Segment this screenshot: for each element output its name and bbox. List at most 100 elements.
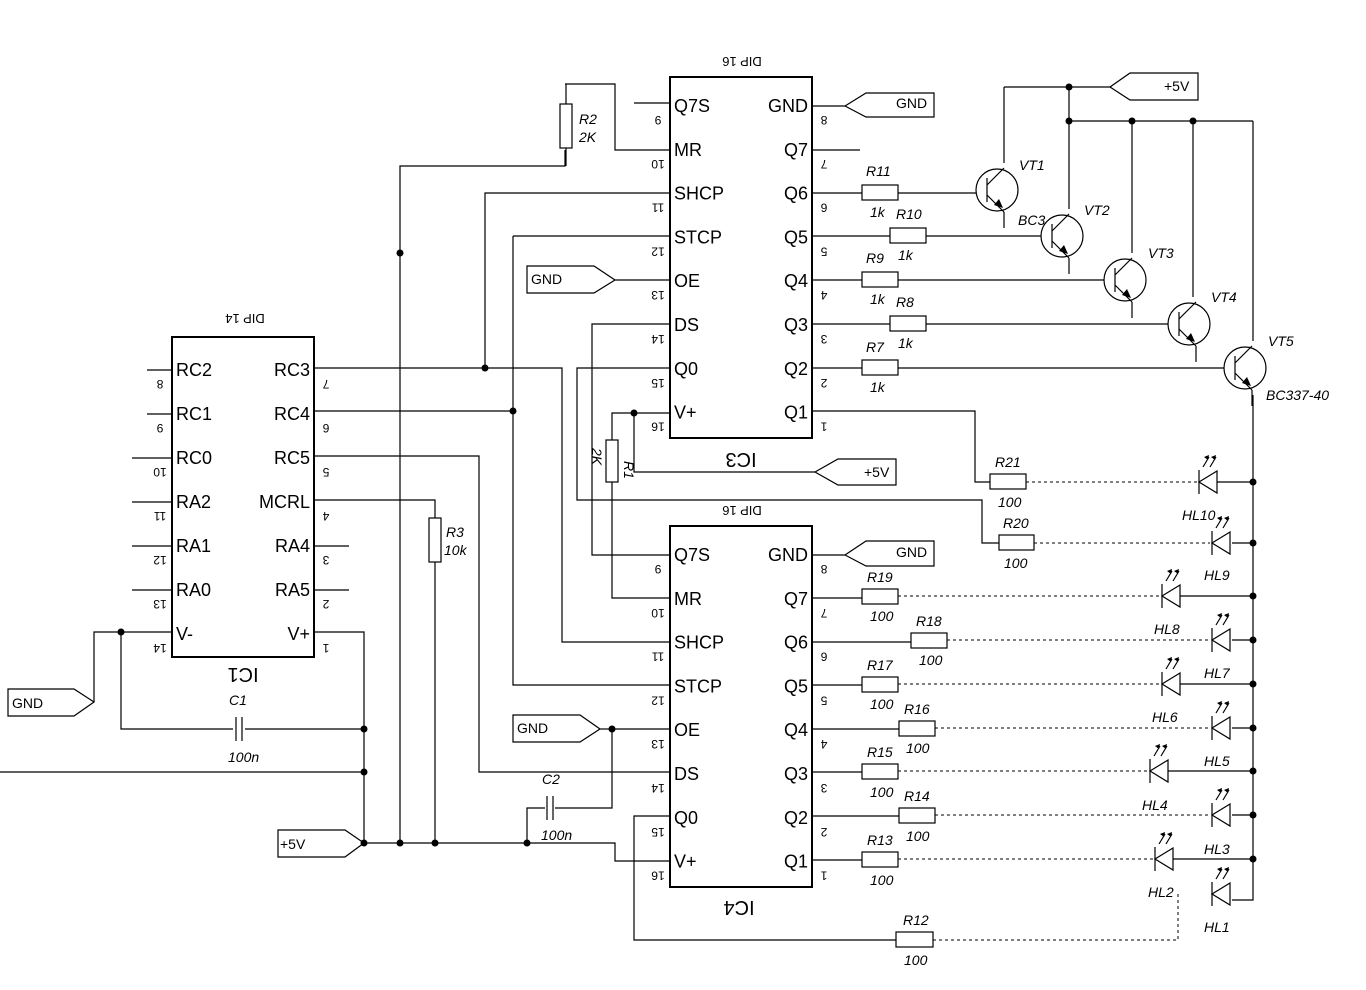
vt5-label: VT5 xyxy=(1268,333,1294,349)
vt1-label: VT1 xyxy=(1019,157,1045,173)
ic3-pin-number: 11 xyxy=(651,201,664,215)
ic3-pin-label: Q5 xyxy=(784,227,808,247)
ic4-package: DIP 16 xyxy=(722,503,762,518)
ic3-pin-number: 14 xyxy=(651,332,665,346)
svg-text:R2: R2 xyxy=(579,111,597,127)
ic4-pin-label: OE xyxy=(674,720,700,740)
resistor-r12: R12 100 xyxy=(895,912,934,968)
ic4-pin-label: Q2 xyxy=(784,808,808,828)
svg-text:R9: R9 xyxy=(866,250,884,266)
ic4-pin-number: 6 xyxy=(820,650,827,664)
ic4-pin-number: 5 xyxy=(820,693,827,707)
ic3-pin-label: GND xyxy=(768,96,808,116)
vt2-label: VT2 xyxy=(1084,202,1110,218)
ic3-pin-number: 2 xyxy=(820,376,827,390)
transistor-vt2: VT2 xyxy=(1040,202,1110,274)
ic4-name: IC4 xyxy=(723,896,754,918)
ic3-pin-number: 10 xyxy=(651,157,665,171)
ic1-pins: RC28RC19RC010RA211RA112RA013V-14RC37RC46… xyxy=(132,360,349,655)
ic1-pin-label: RC3 xyxy=(274,360,310,380)
resistor-r13: R13 100 xyxy=(861,832,899,888)
led-hl9: HL9 xyxy=(1204,516,1231,583)
svg-text:1k: 1k xyxy=(898,247,914,263)
ic1-pin-number: 7 xyxy=(322,377,329,391)
resistor-r15: R15 100 xyxy=(861,744,899,800)
ic4-pin-number: 7 xyxy=(820,606,827,620)
port-vcc-left: +5V xyxy=(277,829,366,858)
ic4-body xyxy=(669,525,813,888)
ic4-pin-number: 14 xyxy=(651,781,665,795)
ic1-pin-number: 3 xyxy=(322,553,329,567)
ic1-pin-label: V+ xyxy=(287,624,310,644)
ic3-pin-number: 15 xyxy=(651,376,665,390)
capacitor-c1: C1 100n xyxy=(228,692,259,765)
svg-text:GND: GND xyxy=(517,720,548,736)
ic4-pin-label: Q6 xyxy=(784,633,808,653)
ic3-pin-number: 13 xyxy=(651,288,665,302)
ic3-pin-label: Q7 xyxy=(784,140,808,160)
ic1-pin-label: RA0 xyxy=(176,580,211,600)
led-hl3: HL3 xyxy=(1204,788,1231,857)
svg-text:1k: 1k xyxy=(898,335,914,351)
transistor-vt5: VT5 xyxy=(1223,333,1294,406)
ic4-pin-label: GND xyxy=(768,545,808,565)
svg-text:GND: GND xyxy=(12,695,43,711)
port-vcc-ic3: +5V xyxy=(813,458,897,486)
ic1-pin-number: 1 xyxy=(322,641,329,655)
svg-text:R19: R19 xyxy=(867,569,893,585)
ic3-pin-number: 7 xyxy=(820,157,827,171)
wire-rc3 xyxy=(314,367,670,643)
resistor-r10: R10 1k xyxy=(889,206,927,263)
svg-text:100: 100 xyxy=(870,608,894,624)
ic3-pin-number: 1 xyxy=(820,420,827,434)
resistor-r3: R3 10k xyxy=(428,517,468,563)
svg-text:R18: R18 xyxy=(916,613,942,629)
ic1-pin-label: RC2 xyxy=(176,360,212,380)
wires xyxy=(0,83,1254,941)
svg-text:100n: 100n xyxy=(228,749,259,765)
svg-text:+5V: +5V xyxy=(1164,78,1190,94)
led-hl6: HL6 xyxy=(1152,657,1181,725)
ic3-pin-number: 4 xyxy=(820,288,827,302)
led-hl1: HL1 xyxy=(1204,867,1231,935)
ic4-pin-label: DS xyxy=(674,764,699,784)
svg-text:+5V: +5V xyxy=(280,836,306,852)
ic1-pin-number: 8 xyxy=(156,377,163,391)
resistor-r21: R21 100 xyxy=(989,454,1027,510)
transistor-vt3: VT3 xyxy=(1103,245,1174,318)
ic4-pin-label: Q7 xyxy=(784,589,808,609)
wire-led-bus xyxy=(1232,395,1254,901)
port-vcc-top: +5V xyxy=(1108,72,1199,101)
ic3: DIP 16 IC3 xyxy=(669,54,813,470)
ic1-pin-number: 2 xyxy=(322,597,329,611)
ic3-pin-number: 5 xyxy=(820,244,827,258)
ic3-pin-label: SHCP xyxy=(674,184,724,204)
wire-stcp xyxy=(512,235,670,686)
ic1-pin-label: RA1 xyxy=(176,536,211,556)
ic4-pin-label: V+ xyxy=(674,852,697,872)
ic1-pin-label: RA4 xyxy=(275,536,310,556)
wire-gnd-left xyxy=(93,631,172,702)
led-hl5: HL5 xyxy=(1204,701,1231,769)
led-hl8: HL8 xyxy=(1154,569,1181,637)
hl3-label: HL3 xyxy=(1204,841,1230,857)
vt3-label: VT3 xyxy=(1148,245,1174,261)
resistor-r14: R14 100 xyxy=(898,788,936,844)
svg-text:1k: 1k xyxy=(870,204,886,220)
hl4-label: HL4 xyxy=(1142,797,1168,813)
hl10-label: HL10 xyxy=(1182,507,1216,523)
transistor-vt4: VT4 xyxy=(1167,289,1237,362)
svg-text:100: 100 xyxy=(906,828,930,844)
resistor-r17: R17 100 xyxy=(861,657,899,712)
svg-text:R15: R15 xyxy=(867,744,893,760)
ic1-pin-number: 5 xyxy=(322,465,329,479)
svg-text:100: 100 xyxy=(870,872,894,888)
ic1-pin-label: RA2 xyxy=(176,492,211,512)
svg-text:C2: C2 xyxy=(542,771,560,787)
svg-text:R13: R13 xyxy=(867,832,893,848)
ic1-name: IC1 xyxy=(227,663,258,685)
ic3-pin-label: V+ xyxy=(674,403,697,423)
resistor-r9: R9 1k xyxy=(861,250,899,307)
